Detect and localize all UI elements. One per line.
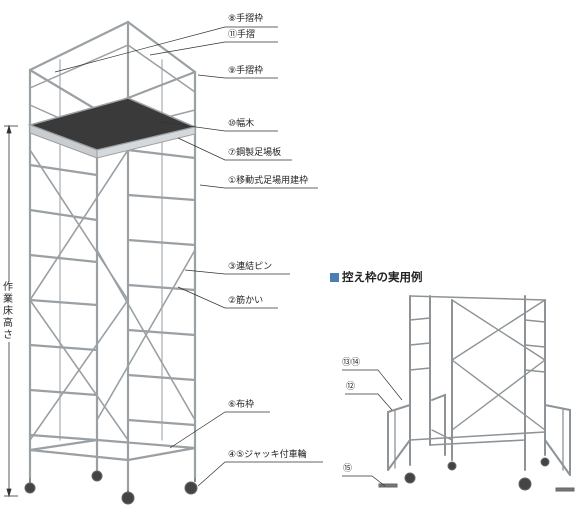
- work-floor-height-label: 作業床高さ: [2, 282, 14, 342]
- label-handrail-11: ⑪手摺: [228, 30, 256, 40]
- scaffold-tower: [28, 20, 197, 492]
- label-jack-caster-45: ④⑤ジャッキ付車輪: [228, 450, 307, 460]
- outrigger-wheels: [378, 457, 575, 492]
- label-outrigger-15: ⑮: [343, 464, 353, 474]
- outrigger-leader-lines: [342, 369, 403, 487]
- label-base-frame-6: ⑥布枠: [228, 400, 255, 410]
- label-handrail-frame-8: ⑧手摺枠: [228, 14, 264, 24]
- casters: [24, 470, 198, 505]
- steel-deck: [27, 97, 198, 159]
- label-outrigger-1314: ⑬⑭: [342, 358, 361, 368]
- label-connecting-pin-3: ③連結ピン: [228, 262, 273, 272]
- section-title-text: 控え枠の実用例: [342, 270, 423, 284]
- leader-lines: [54, 26, 323, 487]
- outrigger-section-title: 控え枠の実用例: [330, 269, 423, 285]
- label-steel-deck-7: ⑦鋼製足場板: [228, 148, 282, 158]
- label-outrigger-12: ⑫: [346, 382, 356, 392]
- outrigger-example: [387, 295, 571, 476]
- label-handrail-frame-9: ⑨手摺枠: [228, 66, 264, 76]
- label-frame-1: ①移動式足場用建枠: [228, 176, 309, 186]
- label-brace-2: ②筋かい: [228, 296, 264, 306]
- label-toe-board-10: ⑩幅木: [228, 119, 255, 129]
- square-icon: [330, 272, 339, 282]
